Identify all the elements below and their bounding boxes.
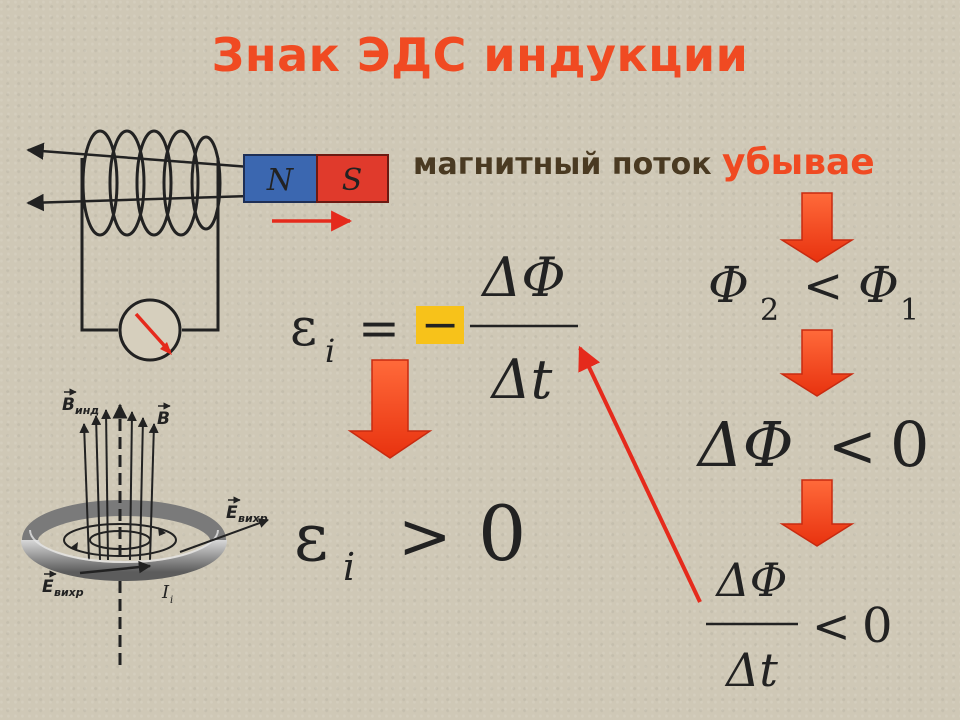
e-vortex-label: E <box>42 577 54 597</box>
delta-phi-negative: ΔΦ < 0 <box>696 408 929 481</box>
phi-subscript-2: 2 <box>760 293 779 328</box>
e-vortex-label: E <box>226 503 238 523</box>
flux-comparison: Φ 2 < Φ 1 <box>708 256 919 328</box>
b-induced-label: B <box>62 395 75 415</box>
epsilon-symbol: ε <box>290 298 317 358</box>
zero: 0 <box>862 598 893 654</box>
vortex-field-diagram: B инд B E вихр E вихр I i <box>21 388 269 665</box>
zero: 0 <box>890 408 929 481</box>
epsilon-symbol: ε <box>294 499 328 576</box>
minus-highlight <box>416 306 464 344</box>
less-sign: < <box>812 599 851 653</box>
epsilon-subscript: i <box>343 545 355 589</box>
delta-phi-numerator: ΔΦ <box>715 553 788 607</box>
bar-magnet: N S <box>243 154 389 232</box>
induced-current-subscript: i <box>170 595 173 606</box>
less-sign: < <box>803 258 843 314</box>
delta-t-denominator: Δt <box>724 643 778 697</box>
galvanometer-icon <box>118 298 182 362</box>
greater-sign: > <box>398 500 452 574</box>
down-arrow-icon <box>347 359 433 459</box>
coil-circuit <box>26 129 251 362</box>
delta-t-denominator: Δt <box>490 348 553 411</box>
down-arrow-icon <box>779 192 855 263</box>
e-vortex-subscript: вихр <box>238 512 268 525</box>
emf-formula: ε i = − ΔΦ Δt <box>290 246 578 411</box>
minus-sign: − <box>421 297 460 351</box>
flux-decreasing-caption: магнитный поток убывае <box>413 142 875 183</box>
phi-subscript-1: 1 <box>900 293 919 328</box>
coil-loops <box>81 129 222 237</box>
emf-positive-result: ε i > 0 <box>294 489 526 589</box>
link-arrow <box>578 345 702 603</box>
delta-phi: ΔΦ <box>696 408 794 481</box>
phi-symbol: Φ <box>708 256 749 314</box>
phi-symbol: Φ <box>858 256 899 314</box>
less-sign: < <box>828 412 877 480</box>
delta-phi-numerator: ΔΦ <box>480 246 565 309</box>
b-field-label: B <box>157 409 170 429</box>
down-arrow-icon <box>779 329 855 397</box>
field-line-arrow <box>26 142 251 169</box>
field-line-arrow <box>26 193 251 212</box>
magnet-south-label: S <box>342 163 363 198</box>
magnet-north-label: N <box>266 163 295 198</box>
down-arrow-icon <box>779 479 855 547</box>
induced-current-label: I <box>161 582 170 603</box>
epsilon-subscript: i <box>325 332 335 370</box>
slide-title: Знак ЭДС индукции <box>211 28 749 82</box>
equals-sign: = <box>358 299 400 357</box>
b-induced-subscript: инд <box>75 404 99 417</box>
zero: 0 <box>478 489 526 578</box>
e-vortex-subscript: вихр <box>54 586 84 599</box>
flux-caption-text: магнитный поток <box>413 147 723 182</box>
flux-rate-negative: ΔΦ Δt < 0 <box>706 553 893 697</box>
flux-caption-accent: убывае <box>722 142 875 183</box>
